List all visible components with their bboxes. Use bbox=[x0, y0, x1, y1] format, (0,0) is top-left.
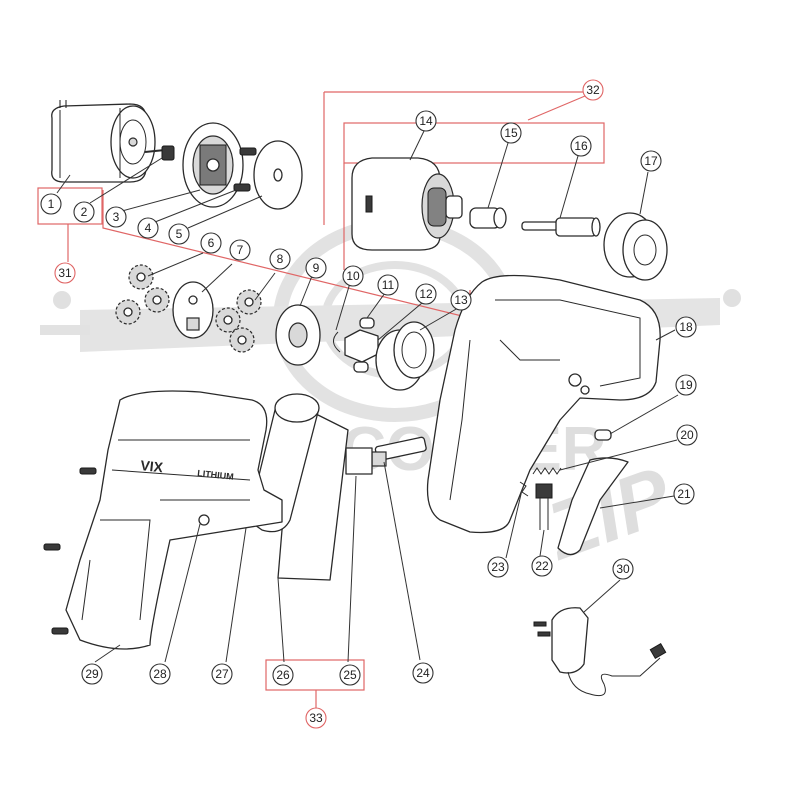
callout: 13 bbox=[450, 289, 472, 311]
front-collar bbox=[603, 212, 668, 281]
callout-label: 19 bbox=[679, 378, 693, 392]
group-callout: 33 bbox=[305, 707, 327, 729]
callout: 10 bbox=[342, 265, 364, 287]
callout-label: 22 bbox=[535, 559, 549, 573]
group-label: 32 bbox=[586, 83, 600, 97]
callout-label: 30 bbox=[616, 562, 630, 576]
callout: 16 bbox=[570, 135, 592, 157]
callout: 17 bbox=[640, 150, 662, 172]
callout-label: 23 bbox=[491, 560, 505, 574]
callout-label: 7 bbox=[237, 243, 244, 257]
callout-label: 11 bbox=[382, 278, 395, 292]
callout: 18 bbox=[675, 316, 697, 338]
callout-label: 3 bbox=[113, 210, 120, 224]
callout-label: 6 bbox=[208, 236, 215, 250]
callout: 6 bbox=[200, 232, 222, 254]
callout-label: 12 bbox=[419, 287, 433, 301]
callout-label: 16 bbox=[574, 139, 588, 153]
callout: 7 bbox=[229, 239, 251, 261]
callout: 4 bbox=[137, 217, 159, 239]
housing-shell-left: VIX LITHIUM bbox=[65, 390, 283, 650]
clutch-ring bbox=[275, 304, 321, 366]
callout-label: 21 bbox=[677, 487, 691, 501]
callout: 12 bbox=[415, 283, 437, 305]
callout: 14 bbox=[415, 110, 437, 132]
callout: 29 bbox=[81, 663, 103, 685]
gear-carrier bbox=[172, 281, 214, 339]
switch-block bbox=[345, 447, 373, 475]
group-label: 33 bbox=[309, 711, 323, 725]
callout: 26 bbox=[272, 664, 294, 686]
callout-label: 20 bbox=[680, 428, 694, 442]
callout: 11 bbox=[377, 274, 399, 296]
brand-logo: VIX bbox=[140, 457, 165, 475]
callout: 19 bbox=[675, 374, 697, 396]
washer-disc bbox=[253, 140, 303, 210]
callout-label: 9 bbox=[313, 261, 320, 275]
retaining-clip bbox=[333, 331, 341, 353]
housing-screws bbox=[43, 467, 210, 635]
planet-gears-1 bbox=[115, 264, 170, 325]
callout-label: 15 bbox=[504, 126, 518, 140]
callout: 3 bbox=[105, 206, 127, 228]
callout-label: 17 bbox=[644, 154, 658, 168]
spring-clip bbox=[519, 481, 529, 497]
gearbox-housing bbox=[351, 157, 463, 251]
small-button bbox=[594, 429, 612, 441]
pinion-gear bbox=[144, 145, 175, 161]
callout: 15 bbox=[500, 122, 522, 144]
pins bbox=[353, 317, 375, 373]
callout: 25 bbox=[339, 664, 361, 686]
spindle-sleeve bbox=[469, 207, 507, 229]
callout-label: 26 bbox=[276, 668, 290, 682]
callout-label: 13 bbox=[454, 293, 468, 307]
callout-label: 25 bbox=[343, 668, 357, 682]
callout-label: 14 bbox=[419, 114, 433, 128]
brand-sub: LITHIUM bbox=[197, 468, 234, 482]
callout: 21 bbox=[673, 483, 695, 505]
callout-label: 29 bbox=[85, 667, 99, 681]
callout: 9 bbox=[305, 257, 327, 279]
ring-gear bbox=[375, 321, 435, 391]
callout: 20 bbox=[676, 424, 698, 446]
trigger bbox=[557, 457, 629, 556]
callout-label: 4 bbox=[145, 221, 152, 235]
callout-label: 1 bbox=[48, 197, 55, 211]
charger bbox=[533, 607, 667, 697]
callout: 22 bbox=[531, 555, 553, 577]
group-callout: 32 bbox=[582, 79, 604, 101]
housing-shell-right bbox=[426, 274, 661, 534]
callout-label: 24 bbox=[416, 666, 430, 680]
switch-contacts bbox=[535, 483, 553, 530]
callout: 28 bbox=[149, 663, 171, 685]
callout: 5 bbox=[168, 223, 190, 245]
motor bbox=[51, 100, 156, 183]
screws bbox=[233, 147, 257, 192]
leader-lines bbox=[56, 130, 679, 663]
callout-label: 8 bbox=[277, 252, 284, 266]
callout-label: 27 bbox=[215, 667, 229, 681]
callout: 30 bbox=[612, 558, 634, 580]
callout-label: 5 bbox=[176, 227, 183, 241]
group-callout: 31 bbox=[54, 262, 76, 284]
bit-holder bbox=[521, 217, 601, 237]
callout: 8 bbox=[269, 248, 291, 270]
callout: 23 bbox=[487, 556, 509, 578]
group-label: 31 bbox=[58, 266, 72, 280]
callout-label: 2 bbox=[81, 205, 88, 219]
motor-mount-plate bbox=[182, 122, 244, 208]
callout-label: 28 bbox=[153, 667, 167, 681]
planet-gears-2 bbox=[215, 289, 262, 353]
callout: 2 bbox=[73, 201, 95, 223]
hex-bushing bbox=[344, 329, 379, 363]
lock-slider bbox=[371, 436, 427, 467]
trigger-spring bbox=[532, 467, 562, 475]
callout-label: 18 bbox=[679, 320, 693, 334]
callout: 24 bbox=[412, 662, 434, 684]
callout-label: 10 bbox=[346, 269, 360, 283]
callout: 1 bbox=[40, 193, 62, 215]
callout: 27 bbox=[211, 663, 233, 685]
